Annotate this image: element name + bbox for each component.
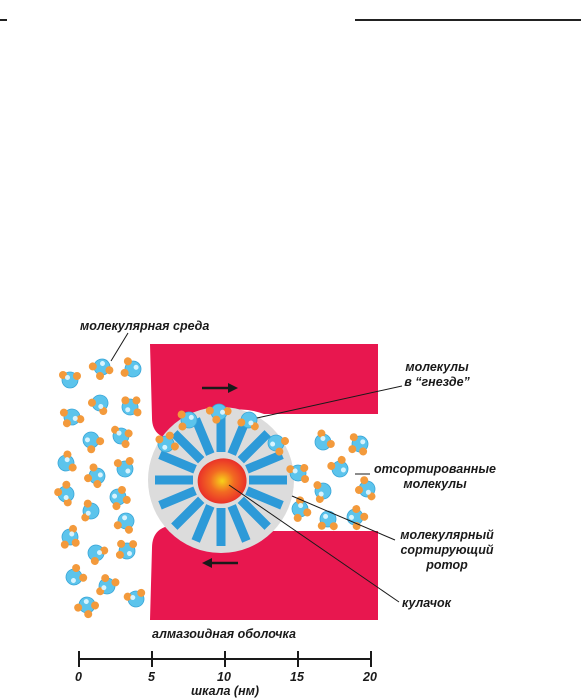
scale-bar [78,651,372,667]
molecule [84,463,106,489]
molecule [54,480,75,507]
rotor-blade [237,430,271,464]
label-rotor-line3: ротор [426,558,468,572]
rotation-arrow-left [202,558,238,568]
molecule [81,499,100,522]
label-sorting-rotor: молекулярный сортирующий ротор [392,528,502,573]
molecule [60,524,80,549]
molecule [57,450,77,472]
molecule [286,463,310,483]
molecule [88,358,114,381]
label-sorted-molecules: отсортированные молекулы [372,462,498,492]
scale-tick-0: 0 [75,670,82,684]
rotor-blade [227,504,251,543]
molecule [291,496,312,522]
rotor-blade [171,430,205,464]
label-molecular-medium: молекулярная среда [80,319,210,333]
label-cam: кулачок [402,596,451,610]
rotor-blade [191,504,215,543]
scale-label: шкала (нм) [191,684,260,698]
leader-medium [110,332,129,362]
rotor-blade [237,496,271,530]
molecule [115,539,138,560]
molecule [313,481,332,504]
molecule [348,433,369,456]
molecule [87,394,109,415]
molecule [317,510,338,531]
scale-tick-20: 20 [363,670,377,684]
molecule [314,429,335,451]
label-nest-line2: в “гнезде” [404,375,470,389]
header-rule-left [0,19,7,21]
label-nest-molecules: молекулы в “гнезде” [402,360,472,390]
rotor-blade [191,417,215,456]
leader-nest [256,385,403,419]
molecule [113,512,135,534]
rotor-blades [155,414,287,546]
molecule [327,455,349,478]
label-diamondoid-shell: алмазоидная оболочка [152,627,296,641]
molecule [87,544,109,565]
molecule [267,434,289,456]
rotor-blade [171,496,205,530]
molecule [59,408,85,428]
rotation-arrow-right [202,383,238,393]
scale-tick-5: 5 [148,670,155,684]
molecule [74,596,100,619]
molecule [177,410,198,431]
molecule [121,396,142,417]
label-nest-line1: молекулы [405,360,469,374]
molecule [123,588,146,608]
molecule [113,457,134,478]
molecule [109,485,131,511]
scale-tick-15: 15 [290,670,304,684]
molecule [59,371,81,389]
molecule [237,411,259,431]
leader-rotor [291,495,396,541]
molecules [54,357,376,619]
rotor-blade [158,486,197,510]
molecule [82,431,105,454]
label-rotor-line2: сортирующий [400,543,494,557]
molecule [120,357,142,378]
rotor-blade [245,486,284,510]
header-rule-right [355,19,581,21]
rotor-blade [245,450,284,474]
label-rotor-line1: молекулярный [400,528,494,542]
scale-tick-10: 10 [217,670,231,684]
molecule [155,431,179,453]
molecule [111,425,133,449]
molecule [205,403,232,424]
molecule [96,574,120,596]
molecule [65,564,88,586]
label-sorted-line2: молекулы [403,477,467,491]
leader-cam [228,484,400,603]
label-sorted-line1: отсортированные [374,462,496,476]
cam [197,458,247,504]
rotor-blade [158,450,197,474]
molecule [354,476,376,501]
